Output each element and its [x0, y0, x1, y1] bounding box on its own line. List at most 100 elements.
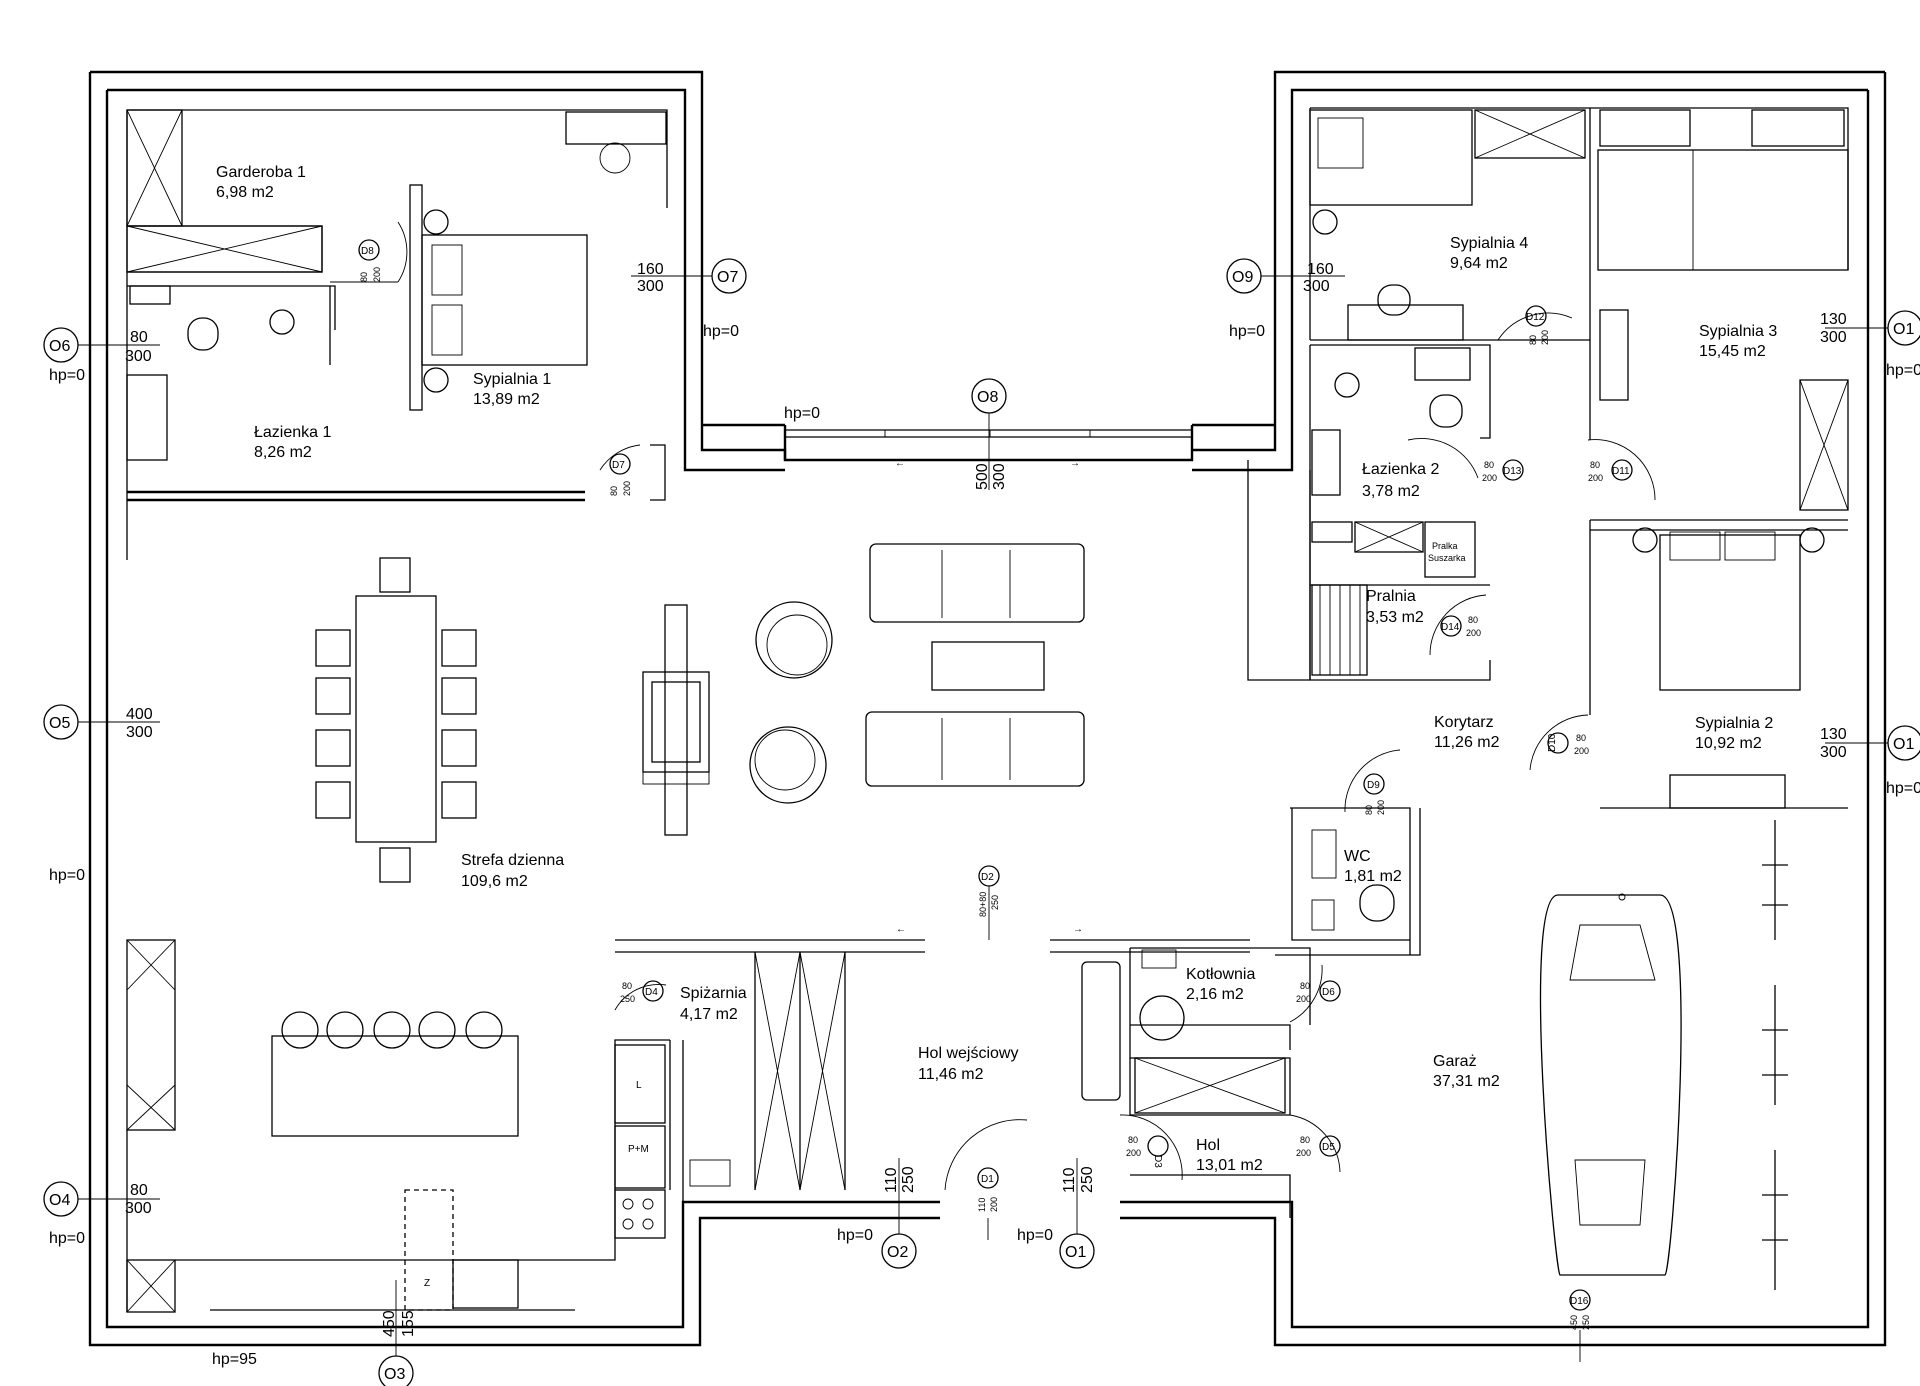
o3-h: 155	[400, 1310, 417, 1337]
o4-tag: O4	[49, 1192, 70, 1209]
d6-tag: D6	[1322, 987, 1335, 998]
d7-h: 200	[622, 481, 632, 496]
door-tags: D8 80 200 D7 80 200 D12 80 200 D13 80 20…	[358, 239, 1765, 1362]
svg-text:←: ←	[895, 458, 905, 469]
suszarka-label: Suszarka	[1428, 553, 1466, 563]
o2-h: 250	[900, 1166, 917, 1193]
dining-chairs-right	[441, 629, 477, 819]
appliance-labels: Pralka Suszarka L P+M Z	[424, 541, 1466, 1289]
spizarnia-area: 4,17 m2	[680, 1006, 738, 1023]
o8-w: 500	[974, 463, 991, 490]
holw-area: 11,46 m2	[918, 1066, 984, 1083]
d16-tag: D16	[1570, 1296, 1589, 1307]
o4-w: 80	[130, 1182, 148, 1199]
o3-w: 450	[381, 1310, 398, 1337]
sypialnia2-name: Sypialnia 2	[1695, 715, 1773, 732]
o9-tag: O9	[1232, 269, 1253, 286]
d13-w: 80	[1484, 460, 1494, 470]
window-tag-o1-right-top: O1 130 300 hp=0	[1820, 310, 1920, 379]
o9-w: 160	[1307, 261, 1334, 278]
d4-h: 250	[620, 994, 635, 1004]
o4-hp: hp=0	[49, 1230, 85, 1247]
window-tag-o6: O6 80 300 hp=0	[43, 327, 160, 384]
d16-w: 450	[1569, 1315, 1579, 1330]
wc-name: WC	[1344, 848, 1371, 865]
door-tag-d16: D16 450 250	[1395, 1289, 1765, 1362]
o1c-h: 300	[1820, 744, 1847, 761]
d9-tag: D9	[1367, 780, 1380, 791]
d4-tag: D4	[645, 987, 658, 998]
hol-area: 13,01 m2	[1196, 1157, 1263, 1174]
z-label: Z	[424, 1278, 430, 1289]
d13-h: 200	[1482, 473, 1497, 483]
door-swings	[330, 221, 1656, 1191]
sypialnia3-name: Sypialnia 3	[1699, 323, 1777, 340]
d12-h: 200	[1540, 330, 1550, 345]
d10-w: 80	[1576, 733, 1586, 743]
d9-w: 80	[1364, 805, 1374, 815]
d11-h: 200	[1588, 473, 1603, 483]
d2-w: 80+80	[978, 892, 988, 917]
korytarz-name: Korytarz	[1434, 714, 1494, 731]
o7-tag: O7	[717, 269, 738, 286]
o8-h: 300	[991, 463, 1008, 490]
o5-hp: hp=0	[49, 867, 85, 884]
d8-tag: D8	[361, 246, 374, 257]
door-tag-d12: D12 80 200	[1525, 305, 1550, 345]
sypialnia2-area: 10,92 m2	[1695, 735, 1762, 752]
window-tag-o3: O3 450 155 hp=95	[212, 1280, 575, 1386]
garderoba1-area: 6,98 m2	[216, 184, 274, 201]
pm-label: P+M	[628, 1144, 649, 1155]
d5-tag: D5	[1322, 1142, 1335, 1153]
window-tag-o2: O2 110 250 hp=0	[837, 1158, 917, 1269]
o6-w: 80	[130, 329, 148, 346]
kotlownia-name: Kotłownia	[1186, 966, 1255, 983]
o2-w: 110	[883, 1167, 900, 1193]
door-tag-d5: D5 80 200	[1296, 1135, 1341, 1158]
d1-tag: D1	[981, 1174, 994, 1185]
furniture	[126, 109, 1849, 1313]
o5-w: 400	[126, 706, 153, 723]
d5-h: 200	[1296, 1148, 1311, 1158]
door-tag-d7: D7 80 200	[609, 453, 632, 496]
d6-w: 80	[1300, 981, 1310, 991]
sypialnia4-area: 9,64 m2	[1450, 255, 1508, 272]
svg-text:→: →	[1070, 458, 1080, 469]
door-tag-d3: D3 80 200	[1126, 1135, 1169, 1168]
lazienka2-area: 3,78 m2	[1362, 483, 1420, 500]
bicycles	[1762, 820, 1788, 1290]
d12-w: 80	[1528, 335, 1538, 345]
o1c-hp: hp=0	[1886, 780, 1920, 797]
sypialnia4-name: Sypialnia 4	[1450, 235, 1528, 252]
d11-w: 80	[1590, 460, 1600, 470]
svg-text:→: →	[1073, 924, 1083, 935]
o1a-h: 250	[1079, 1166, 1096, 1193]
o7-w: 160	[637, 261, 664, 278]
o5-tag: O5	[49, 715, 70, 732]
o7-h: 300	[637, 278, 664, 295]
o1a-hp: hp=0	[1017, 1227, 1053, 1244]
d12-tag: D12	[1526, 312, 1545, 323]
walls	[88, 70, 1887, 1347]
d2-h: 250	[990, 895, 1000, 910]
o6-h: 300	[125, 348, 152, 365]
strefa-name: Strefa dzienna	[461, 852, 564, 869]
hol-name: Hol	[1196, 1137, 1220, 1154]
window-tag-o5: O5 400 300 hp=0	[43, 704, 160, 884]
d4-w: 80	[622, 981, 632, 991]
o6-hp: hp=0	[49, 367, 85, 384]
o1b-tag: O1	[1893, 321, 1914, 338]
room-labels: Garderoba 1 6,98 m2 Sypialnia 1 13,89 m2…	[216, 164, 1777, 1174]
garaz-area: 37,31 m2	[1433, 1073, 1500, 1090]
d13-tag: D13	[1503, 466, 1522, 477]
d1-h: 200	[989, 1197, 999, 1212]
o9-h: 300	[1303, 278, 1330, 295]
o8-hp: hp=0	[784, 405, 820, 422]
d7-tag: D7	[612, 460, 625, 471]
d8-h: 200	[372, 267, 382, 282]
window-tags: O6 80 300 hp=0 O5 400 300 hp=0 O4 80 300…	[43, 258, 1920, 1386]
sypialnia1-area: 13,89 m2	[473, 391, 540, 408]
o1b-hp: hp=0	[1886, 362, 1920, 379]
pralnia-area: 3,53 m2	[1366, 609, 1424, 626]
d9-h: 200	[1376, 800, 1386, 815]
